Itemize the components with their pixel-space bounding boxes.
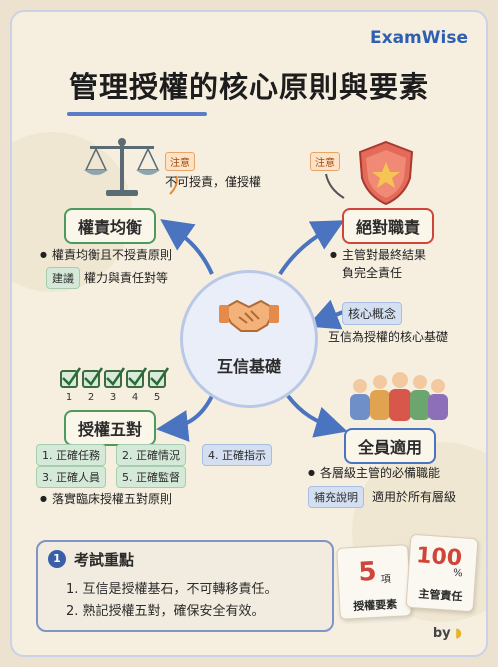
suggestion-tag: 建議 (46, 267, 80, 289)
byline: by ◗ (433, 626, 462, 641)
scale-icon (84, 138, 160, 196)
tick-number: 5 (153, 392, 161, 403)
stat-value: 5 (357, 556, 378, 588)
center-label: 互信基礎 (216, 357, 281, 376)
people-group-icon (350, 372, 448, 421)
checkbox-icon (148, 370, 166, 388)
five-rights-item: 3. 正確人員 (36, 466, 106, 488)
arrow-note-right (325, 173, 345, 199)
bullet-five-rights: 落實臨床授權五對原則 (40, 490, 172, 507)
arrow-to-top-right (278, 220, 345, 276)
byline-text: by (432, 626, 451, 641)
core-concept-text: 互信為授權的核心基礎 (328, 330, 449, 344)
stat-card: 5 項 授權要素 (336, 544, 412, 620)
stat-caption: 主管責任 (418, 587, 463, 604)
five-rights-item: 2. 正確情況 (116, 444, 186, 466)
stat-unit: % (452, 567, 463, 580)
exam-title: 考試重點 (74, 551, 135, 569)
tick-number: 4 (131, 392, 139, 403)
five-rights-item: 1. 正確任務 (36, 444, 106, 466)
exam-line: 2. 熟記授權五對，確保安全有效。 (66, 604, 265, 619)
banana-icon: ◗ (455, 626, 462, 641)
label-five-rights: 授權五對 (64, 410, 157, 446)
supplement-text: 適用於所有層級 (372, 490, 457, 504)
core-concept-tag: 核心概念 (342, 302, 403, 325)
infographic-page: ExamWise 管理授權的核心原則與要素 互信基礎 (10, 10, 488, 657)
checkbox-icon (104, 370, 122, 388)
exam-number: 1 (48, 550, 66, 568)
stat-caption: 授權要素 (352, 597, 398, 614)
checkbox-icon (82, 370, 100, 388)
bullet-absolute-line2: 負完全責任 (342, 266, 403, 280)
supplement-tag: 補充說明 (308, 486, 364, 508)
label-power-responsibility-balance: 權責均衡 (64, 208, 157, 244)
checkbox-icon (126, 370, 144, 388)
label-absolute-responsibility: 絕對職責 (342, 208, 435, 244)
suggestion-text: 權力與責任對等 (84, 271, 169, 285)
arrow-to-bottom-left (156, 395, 214, 442)
label-universal: 全員適用 (344, 428, 437, 464)
bullet-absolute-line1: 主管對最終結果 (330, 246, 426, 263)
arrow-to-top-left (160, 219, 214, 275)
note-text: 不可授責，僅授權 (165, 175, 262, 189)
arrow-note-left (169, 175, 178, 195)
handshake-icon (219, 299, 279, 332)
stat-unit: 項 (380, 574, 392, 586)
arrow-to-bottom-right (286, 394, 348, 438)
shield-star-icon (358, 140, 414, 206)
bullet-universal: 各層級主管的必備職能 (308, 464, 440, 481)
page-title: 管理授權的核心原則與要素 (68, 70, 429, 104)
exam-key-points: 1 考試重點 1. 互信是授權基石，不可轉移責任。 2. 熟記授權五對，確保安全… (36, 540, 334, 632)
brand-logo: ExamWise (370, 28, 468, 48)
note-tag: 注意 (165, 152, 195, 171)
exam-line: 1. 互信是授權基石，不可轉移責任。 (66, 582, 278, 597)
tick-number: 3 (109, 392, 117, 403)
five-rights-item: 5. 正確監督 (116, 466, 186, 488)
tick-number: 2 (87, 392, 95, 403)
stat-card: 100 % 主管責任 (405, 533, 479, 613)
checkbox-icon (60, 370, 78, 388)
title-underline (67, 112, 207, 116)
checkmarks (62, 367, 170, 386)
five-rights-item: 4. 正確指示 (202, 444, 272, 466)
connector-arrows (156, 173, 349, 442)
center-hub: 互信基礎 (180, 270, 318, 408)
note-tag-right: 注意 (310, 152, 340, 171)
bullet-balance: 權責均衡且不授責原則 (40, 246, 172, 263)
tick-number: 1 (65, 392, 73, 403)
